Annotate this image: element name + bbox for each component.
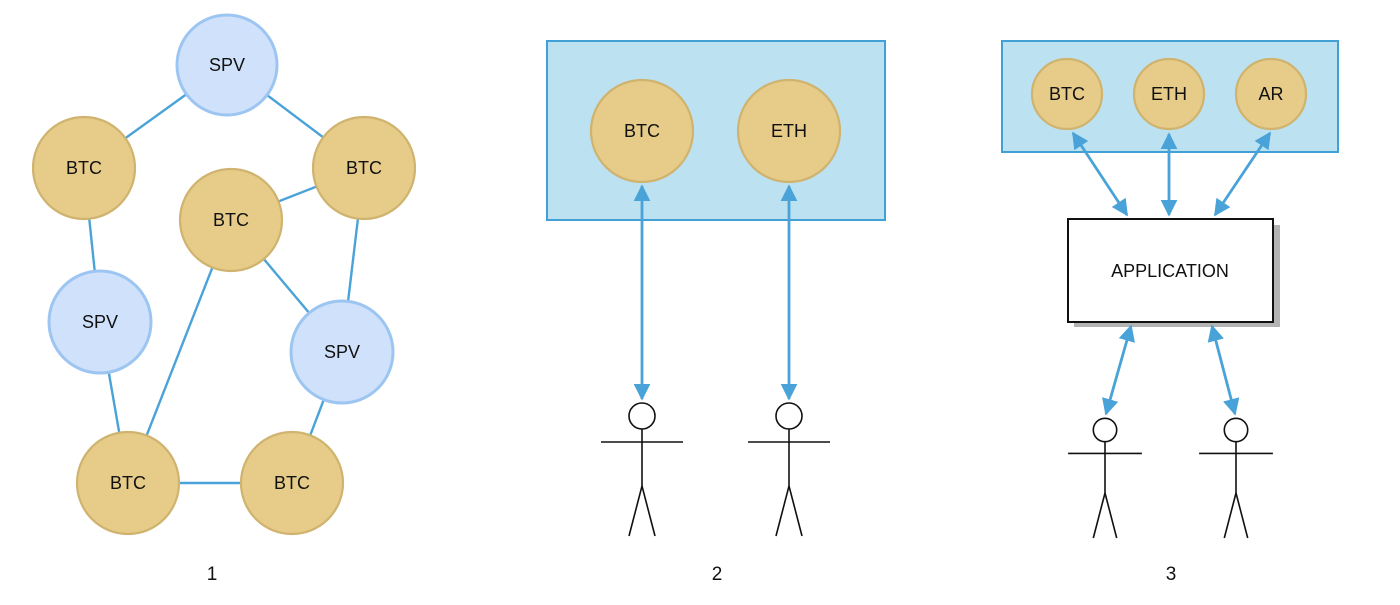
panel-3-arrows — [1071, 131, 1272, 416]
application-box — [1067, 218, 1274, 323]
chain-node-circle — [1234, 57, 1308, 131]
user-left-leg — [1223, 492, 1237, 539]
user-right-leg — [1104, 492, 1118, 539]
node-btc-center: BTC — [178, 167, 284, 273]
node-spv-top: SPV — [175, 13, 279, 117]
node-label: SPV — [324, 342, 360, 362]
chain-node-circle — [239, 430, 345, 536]
node-btc-bottom-left: BTC — [75, 430, 181, 536]
user-right-leg — [1235, 492, 1249, 539]
panel-3: BTC ETH AR APPLICATION 3 — [1001, 40, 1339, 585]
arrow-application-to-user-1 — [1102, 324, 1135, 416]
node-p3-ar: AR — [1234, 57, 1308, 131]
node-label: BTC — [1049, 84, 1085, 104]
spv-node-circle — [175, 13, 279, 117]
user-figure-p3-user-1 — [1068, 417, 1142, 539]
spv-node-circle — [289, 299, 395, 405]
chain-node-circle — [311, 115, 417, 221]
chain-node-circle — [1132, 57, 1206, 131]
user-left-leg — [628, 485, 643, 537]
user-left-leg — [775, 485, 790, 537]
node-label: BTC — [346, 158, 382, 178]
panel-2-caption: 2 — [712, 564, 723, 585]
user-head — [628, 402, 656, 430]
arrow-btc-to-application — [1071, 131, 1129, 217]
node-btc-right: BTC — [311, 115, 417, 221]
user-right-leg — [788, 485, 803, 537]
chain-node-circle — [1030, 57, 1104, 131]
node-btc-bottom-right: BTC — [239, 430, 345, 536]
node-label: ETH — [771, 121, 807, 141]
node-label: ETH — [1151, 84, 1187, 104]
panel-2-users — [601, 402, 830, 537]
panel-1: SPV BTC BTC BTC SPV SPV BTC BTC 1 — [31, 13, 417, 585]
arrow-ar-to-application — [1213, 131, 1272, 217]
application-label: APPLICATION — [1111, 261, 1229, 281]
node-label: SPV — [209, 55, 245, 75]
node-label: AR — [1258, 84, 1283, 104]
node-p3-btc: BTC — [1030, 57, 1104, 131]
node-label: BTC — [213, 210, 249, 230]
user-head — [775, 402, 803, 430]
chain-node-circle — [75, 430, 181, 536]
panel-3-users — [1068, 417, 1273, 539]
panel-3-nodes: BTC ETH AR — [1030, 57, 1308, 131]
node-p3-eth: ETH — [1132, 57, 1206, 131]
node-p2-eth: ETH — [736, 78, 842, 184]
user-head — [1092, 417, 1118, 443]
node-label: BTC — [66, 158, 102, 178]
node-spv-right: SPV — [289, 299, 395, 405]
chain-node-circle — [178, 167, 284, 273]
spv-node-circle — [47, 269, 153, 375]
arrow-application-to-user-2 — [1207, 324, 1240, 416]
panel-1-edges — [82, 64, 366, 485]
chain-node-circle — [31, 115, 137, 221]
user-right-leg — [641, 485, 656, 537]
chain-node-circle — [589, 78, 695, 184]
user-figure-p2-user-1 — [601, 402, 683, 537]
node-p2-btc: BTC — [589, 78, 695, 184]
user-figure-p3-user-2 — [1199, 417, 1273, 539]
node-spv-left: SPV — [47, 269, 153, 375]
node-label: BTC — [110, 473, 146, 493]
panel-2-nodes: BTC ETH — [589, 78, 842, 184]
user-figure-p2-user-2 — [748, 402, 830, 537]
node-btc-left: BTC — [31, 115, 137, 221]
node-label: BTC — [624, 121, 660, 141]
chain-node-circle — [736, 78, 842, 184]
node-label: BTC — [274, 473, 310, 493]
panel-2: BTC ETH 2 — [546, 40, 886, 585]
user-head — [1223, 417, 1249, 443]
user-left-leg — [1092, 492, 1106, 539]
panel-1-nodes: SPV BTC BTC BTC SPV SPV BTC BTC — [31, 13, 417, 536]
panel-2-arrows — [633, 184, 798, 401]
panel-3-caption: 3 — [1166, 564, 1177, 585]
panel-1-caption: 1 — [207, 564, 218, 585]
node-label: SPV — [82, 312, 118, 332]
